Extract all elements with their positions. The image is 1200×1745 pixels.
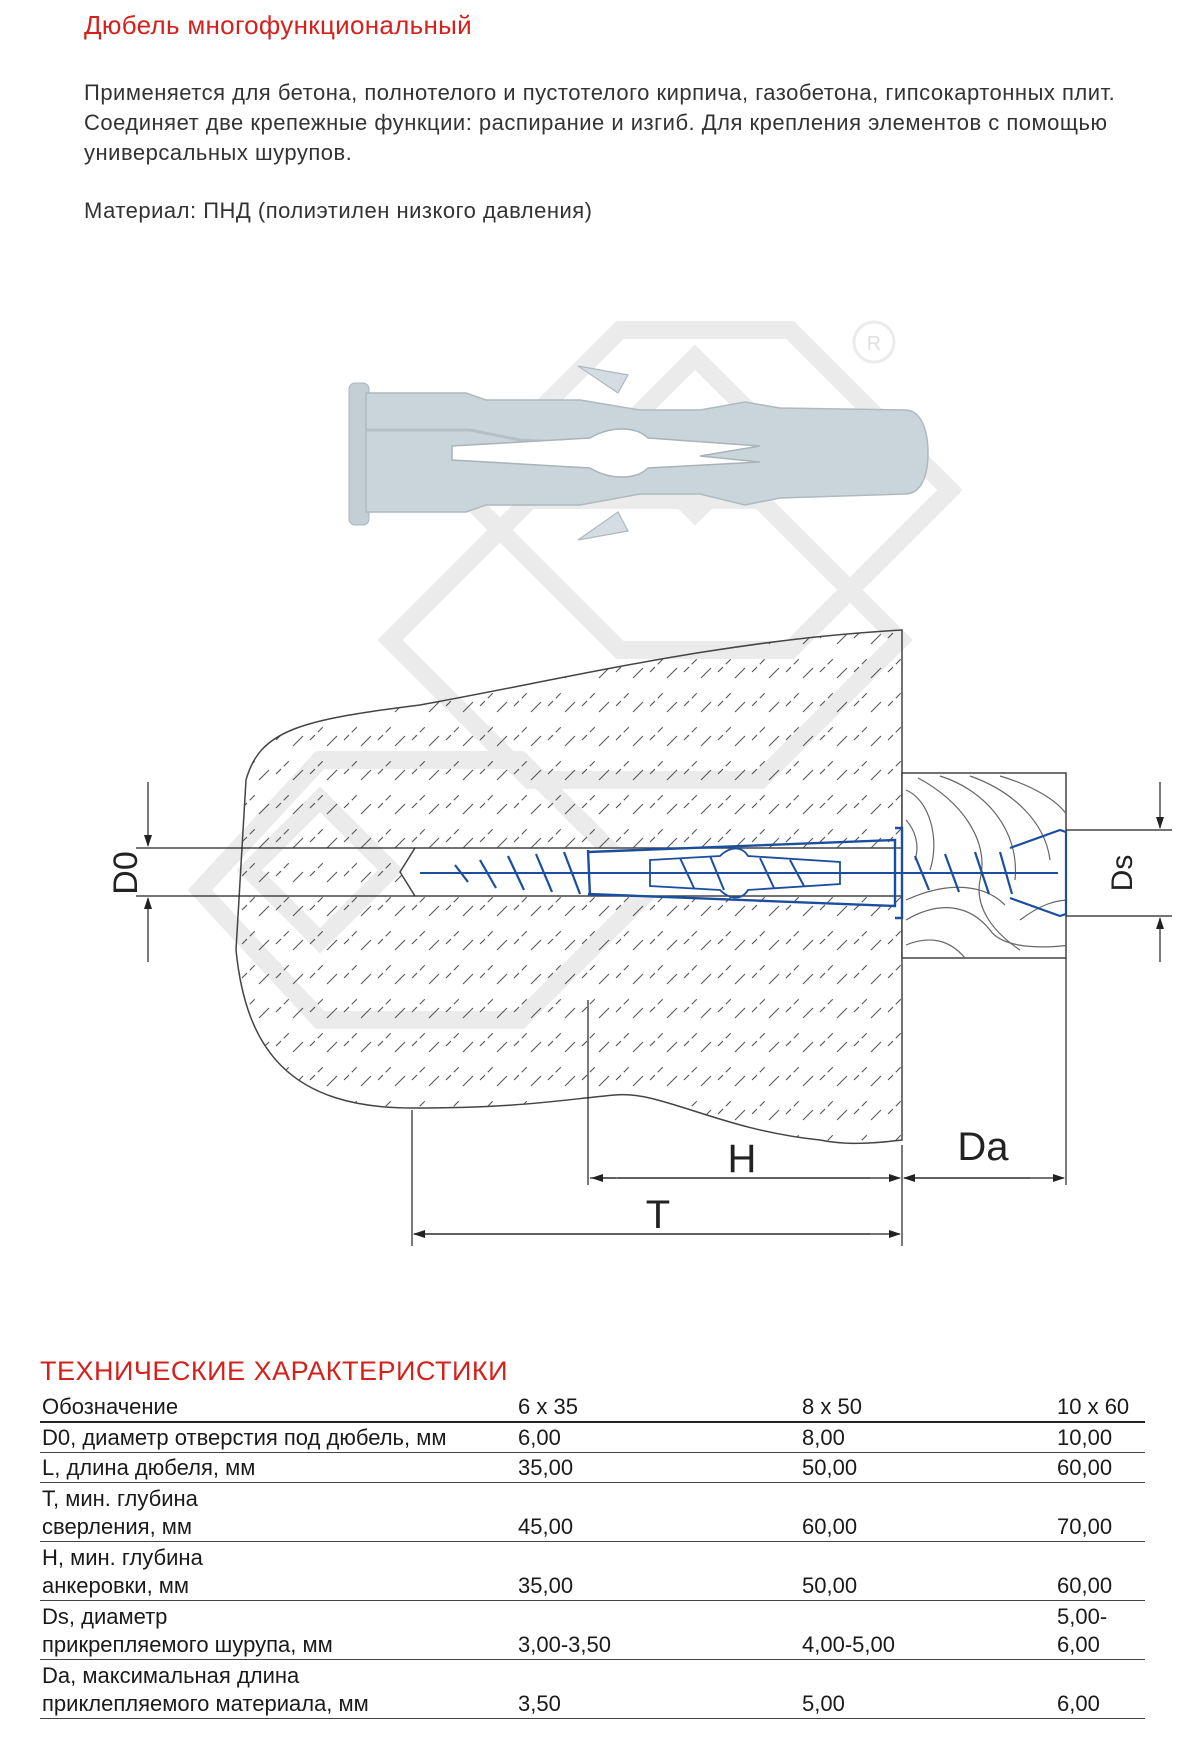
spec-label-line: H, мин. глубина — [42, 1545, 203, 1570]
spec-header-row: Обозначение 6 x 35 8 x 50 10 x 60 — [40, 1392, 1145, 1423]
description-line: Применяется для бетона, полнотелого и пу… — [84, 80, 1116, 105]
attached-material — [901, 772, 1067, 959]
spec-header-cell: 6 x 35 — [516, 1392, 800, 1423]
spec-label-line: анкеровки, мм — [42, 1573, 190, 1598]
spec-label-line: Da, максимальная длина — [42, 1663, 300, 1688]
spec-label: L, длина дюбеля, мм — [40, 1452, 516, 1483]
spec-value: 60,00 — [800, 1482, 1055, 1542]
spec-value: 8,00 — [800, 1422, 1055, 1453]
spec-value: 5,00 — [800, 1659, 1055, 1719]
label-h: H — [728, 1137, 757, 1181]
spec-label-line: сверления, мм — [42, 1514, 193, 1539]
spec-value: 5,00-6,00 — [1055, 1600, 1145, 1660]
spec-row: L, длина дюбеля, мм 35,00 50,00 60,00 — [40, 1452, 1145, 1483]
label-d0: D0 — [107, 851, 145, 894]
spec-label-line: L, длина дюбеля, мм — [42, 1455, 256, 1480]
spec-value: 50,00 — [800, 1452, 1055, 1483]
description-line: универсальных шурупов. — [84, 140, 353, 165]
spec-value: 6,00 — [516, 1422, 800, 1453]
spec-header-cell: 8 x 50 — [800, 1392, 1055, 1423]
spec-header-cell: 10 x 60 — [1055, 1392, 1145, 1423]
spec-label-line: прикрепляемого шурупа, мм — [42, 1632, 333, 1657]
spec-row: Da, максимальная длина приклепляемого ма… — [40, 1659, 1145, 1719]
spec-value: 70,00 — [1055, 1482, 1145, 1542]
spec-row: T, мин. глубина сверления, мм 45,00 60,0… — [40, 1482, 1145, 1542]
page-title: Дюбель многофункциональный — [84, 10, 472, 40]
spec-row: Ds, диаметр прикрепляемого шурупа, мм 3,… — [40, 1600, 1145, 1660]
spec-value: 6,00 — [1055, 1659, 1145, 1719]
spec-heading: ТЕХНИЧЕСКИЕ ХАРАКТЕРИСТИКИ — [40, 1356, 509, 1386]
spec-label-line: D0, диаметр отверстия под дюбель, мм — [42, 1425, 447, 1450]
spec-label: Da, максимальная длина приклепляемого ма… — [40, 1659, 516, 1719]
spec-label: T, мин. глубина сверления, мм — [40, 1482, 516, 1542]
spec-label-line: T, мин. глубина — [42, 1486, 198, 1511]
spec-row: H, мин. глубина анкеровки, мм 35,00 50,0… — [40, 1541, 1145, 1601]
description-line: Соединяет две крепежные функции: распира… — [84, 110, 1108, 135]
dimension-lines — [136, 782, 1172, 1246]
spec-label-line: Ds, диаметр — [42, 1604, 168, 1629]
spec-value: 60,00 — [1055, 1452, 1145, 1483]
label-da: Da — [957, 1125, 1009, 1169]
spec-value: 10,00 — [1055, 1422, 1145, 1453]
spec-value: 35,00 — [516, 1452, 800, 1483]
spec-label-line: приклепляемого материала, мм — [42, 1691, 369, 1716]
spec-value: 60,00 — [1055, 1541, 1145, 1601]
description: Применяется для бетона, полнотелого и пу… — [84, 78, 1124, 168]
material-text: Материал: ПНД (полиэтилен низкого давлен… — [84, 198, 593, 223]
dowel-image — [348, 365, 929, 541]
screw-and-dowel — [420, 826, 1068, 920]
spec-label: D0, диаметр отверстия под дюбель, мм — [40, 1422, 516, 1453]
spec-value: 50,00 — [800, 1541, 1055, 1601]
spec-value: 4,00-5,00 — [800, 1600, 1055, 1660]
spec-value: 35,00 — [516, 1541, 800, 1601]
spec-row: D0, диаметр отверстия под дюбель, мм 6,0… — [40, 1422, 1145, 1453]
label-t: T — [646, 1193, 670, 1237]
spec-value: 45,00 — [516, 1482, 800, 1542]
spec-value: 3,00-3,50 — [516, 1600, 800, 1660]
spec-label: H, мин. глубина анкеровки, мм — [40, 1541, 516, 1601]
spec-label: Ds, диаметр прикрепляемого шурупа, мм — [40, 1600, 516, 1660]
spec-header-cell: Обозначение — [40, 1392, 516, 1423]
registered-mark: R — [867, 333, 881, 355]
label-ds: Ds — [1106, 855, 1139, 892]
spec-table: Обозначение 6 x 35 8 x 50 10 x 60 D0, ди… — [40, 1392, 1145, 1719]
product-figure: R — [107, 320, 1172, 1246]
spec-value: 3,50 — [516, 1659, 800, 1719]
